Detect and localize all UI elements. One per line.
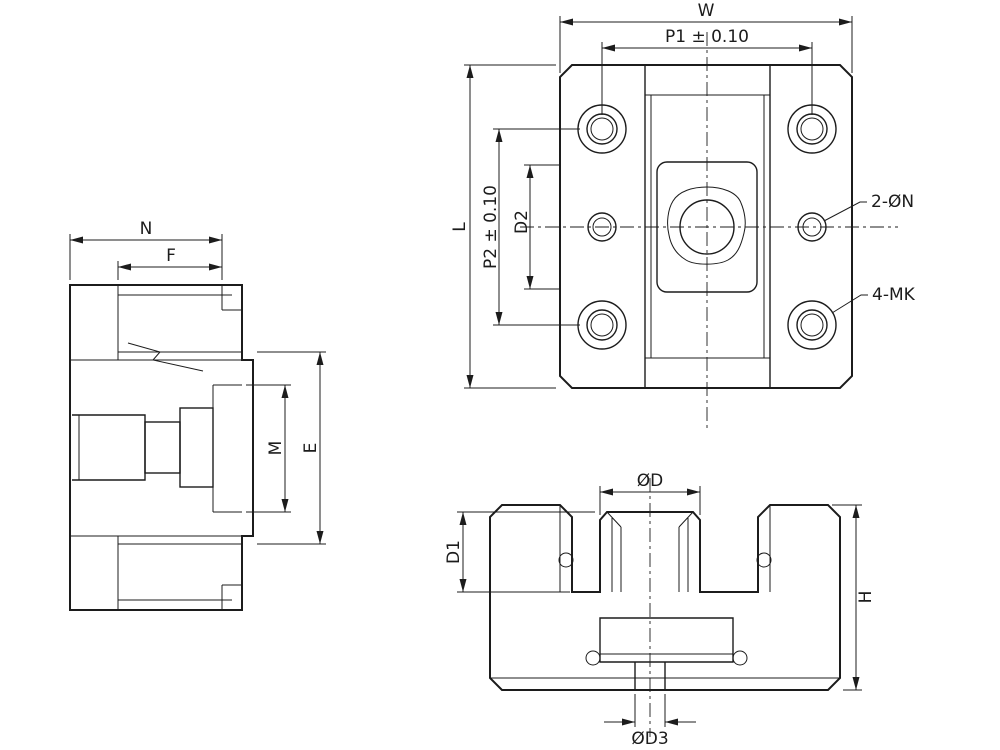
- dim-label-4-mk: 4-MK: [872, 285, 916, 305]
- leader-2-on: 2-ØN: [823, 192, 914, 222]
- dim-od: ØD: [599, 471, 701, 515]
- bottom-body-outline: [489, 504, 841, 691]
- dim-n: N: [69, 219, 223, 280]
- center-boss: [656, 161, 758, 293]
- dim-label-w: W: [698, 1, 715, 21]
- dim-label-f: F: [166, 246, 176, 266]
- side-body-outline: [69, 284, 254, 611]
- side-pocket-edges: [212, 384, 242, 513]
- dim-label-n: N: [140, 219, 153, 239]
- side-port-hole: [797, 212, 827, 242]
- dim-label-m: M: [266, 441, 286, 456]
- d3-hole-lines: [634, 662, 666, 690]
- dim-label-e: E: [301, 443, 321, 454]
- front-view: W P1 ± 0.10 L P2 ± 0.10 D2 2-ØN: [450, 1, 916, 428]
- corner-radius-bump: [732, 650, 748, 666]
- side-port-hole: [587, 212, 617, 242]
- side-break-line: [127, 342, 204, 372]
- counterbore-inner: [590, 313, 614, 337]
- dim-label-p2: P2 ± 0.10: [481, 185, 501, 269]
- dim-od3: ØD3: [604, 694, 696, 749]
- dim-p1: P1 ± 0.10: [601, 27, 813, 115]
- mounting-hole: [577, 300, 627, 350]
- dim-label-2-on: 2-ØN: [871, 192, 914, 212]
- counterbore-inner: [590, 117, 614, 141]
- side-piston-flange: [179, 407, 214, 488]
- dim-w: W: [559, 1, 853, 73]
- port-inner: [802, 217, 822, 237]
- port-outer: [587, 212, 617, 242]
- counterbore-outer: [577, 300, 627, 350]
- dim-extension-lines: [559, 16, 853, 73]
- counterbore-outer: [787, 300, 837, 350]
- leader-line: [823, 201, 867, 222]
- dim-p2: P2 ± 0.10: [481, 128, 580, 326]
- dim-h: H: [832, 504, 876, 691]
- dim-extension-lines: [69, 234, 223, 280]
- dim-d2: D2: [512, 164, 560, 290]
- port-outer: [797, 212, 827, 242]
- side-view: N F M E: [69, 219, 326, 611]
- dim-label-od3: ØD3: [631, 729, 668, 749]
- dim-e: E: [257, 351, 326, 545]
- leader-4-mk: 4-MK: [831, 285, 916, 314]
- dim-label-d1: D1: [444, 540, 464, 564]
- corner-radius-bump: [558, 552, 574, 568]
- side-bore: [72, 414, 146, 481]
- dim-m: M: [246, 384, 291, 513]
- dim-l: L: [450, 64, 556, 389]
- corner-radius-bump: [756, 552, 772, 568]
- dim-label-d2: D2: [512, 210, 532, 234]
- bottom-view: ØD D1 H ØD3: [444, 471, 876, 749]
- counterbore-mid: [586, 309, 618, 341]
- counterbore-mid: [796, 309, 828, 341]
- dim-f: F: [117, 246, 223, 280]
- boss-bore-lines: [606, 511, 694, 592]
- corner-radius-bump: [585, 650, 601, 666]
- counterbore-inner: [800, 313, 824, 337]
- dim-label-l: L: [450, 222, 470, 232]
- dim-label-h: H: [856, 591, 876, 604]
- front-rail-edges: [644, 65, 771, 388]
- dim-label-p1: P1 ± 0.10: [665, 27, 749, 47]
- dim-extension-lines: [257, 351, 326, 545]
- port-inner: [592, 217, 612, 237]
- leader-line: [831, 294, 868, 314]
- mounting-hole: [787, 300, 837, 350]
- front-body-outline: [559, 64, 853, 389]
- dim-extension-lines: [601, 42, 813, 115]
- side-internal-edges: [70, 285, 242, 610]
- center-boss-cavity: [667, 186, 746, 265]
- dim-extension-lines: [464, 64, 556, 389]
- counterbore-inner: [800, 117, 824, 141]
- dim-extension-lines: [493, 128, 580, 326]
- bottom-pocket: [599, 617, 734, 663]
- center-bore-hole: [679, 199, 735, 255]
- dim-d1: D1: [444, 511, 595, 593]
- front-recess-edges: [645, 94, 770, 359]
- side-piston-rod: [144, 421, 181, 474]
- dim-label-od: ØD: [637, 471, 663, 491]
- dim-extension-lines: [457, 511, 595, 593]
